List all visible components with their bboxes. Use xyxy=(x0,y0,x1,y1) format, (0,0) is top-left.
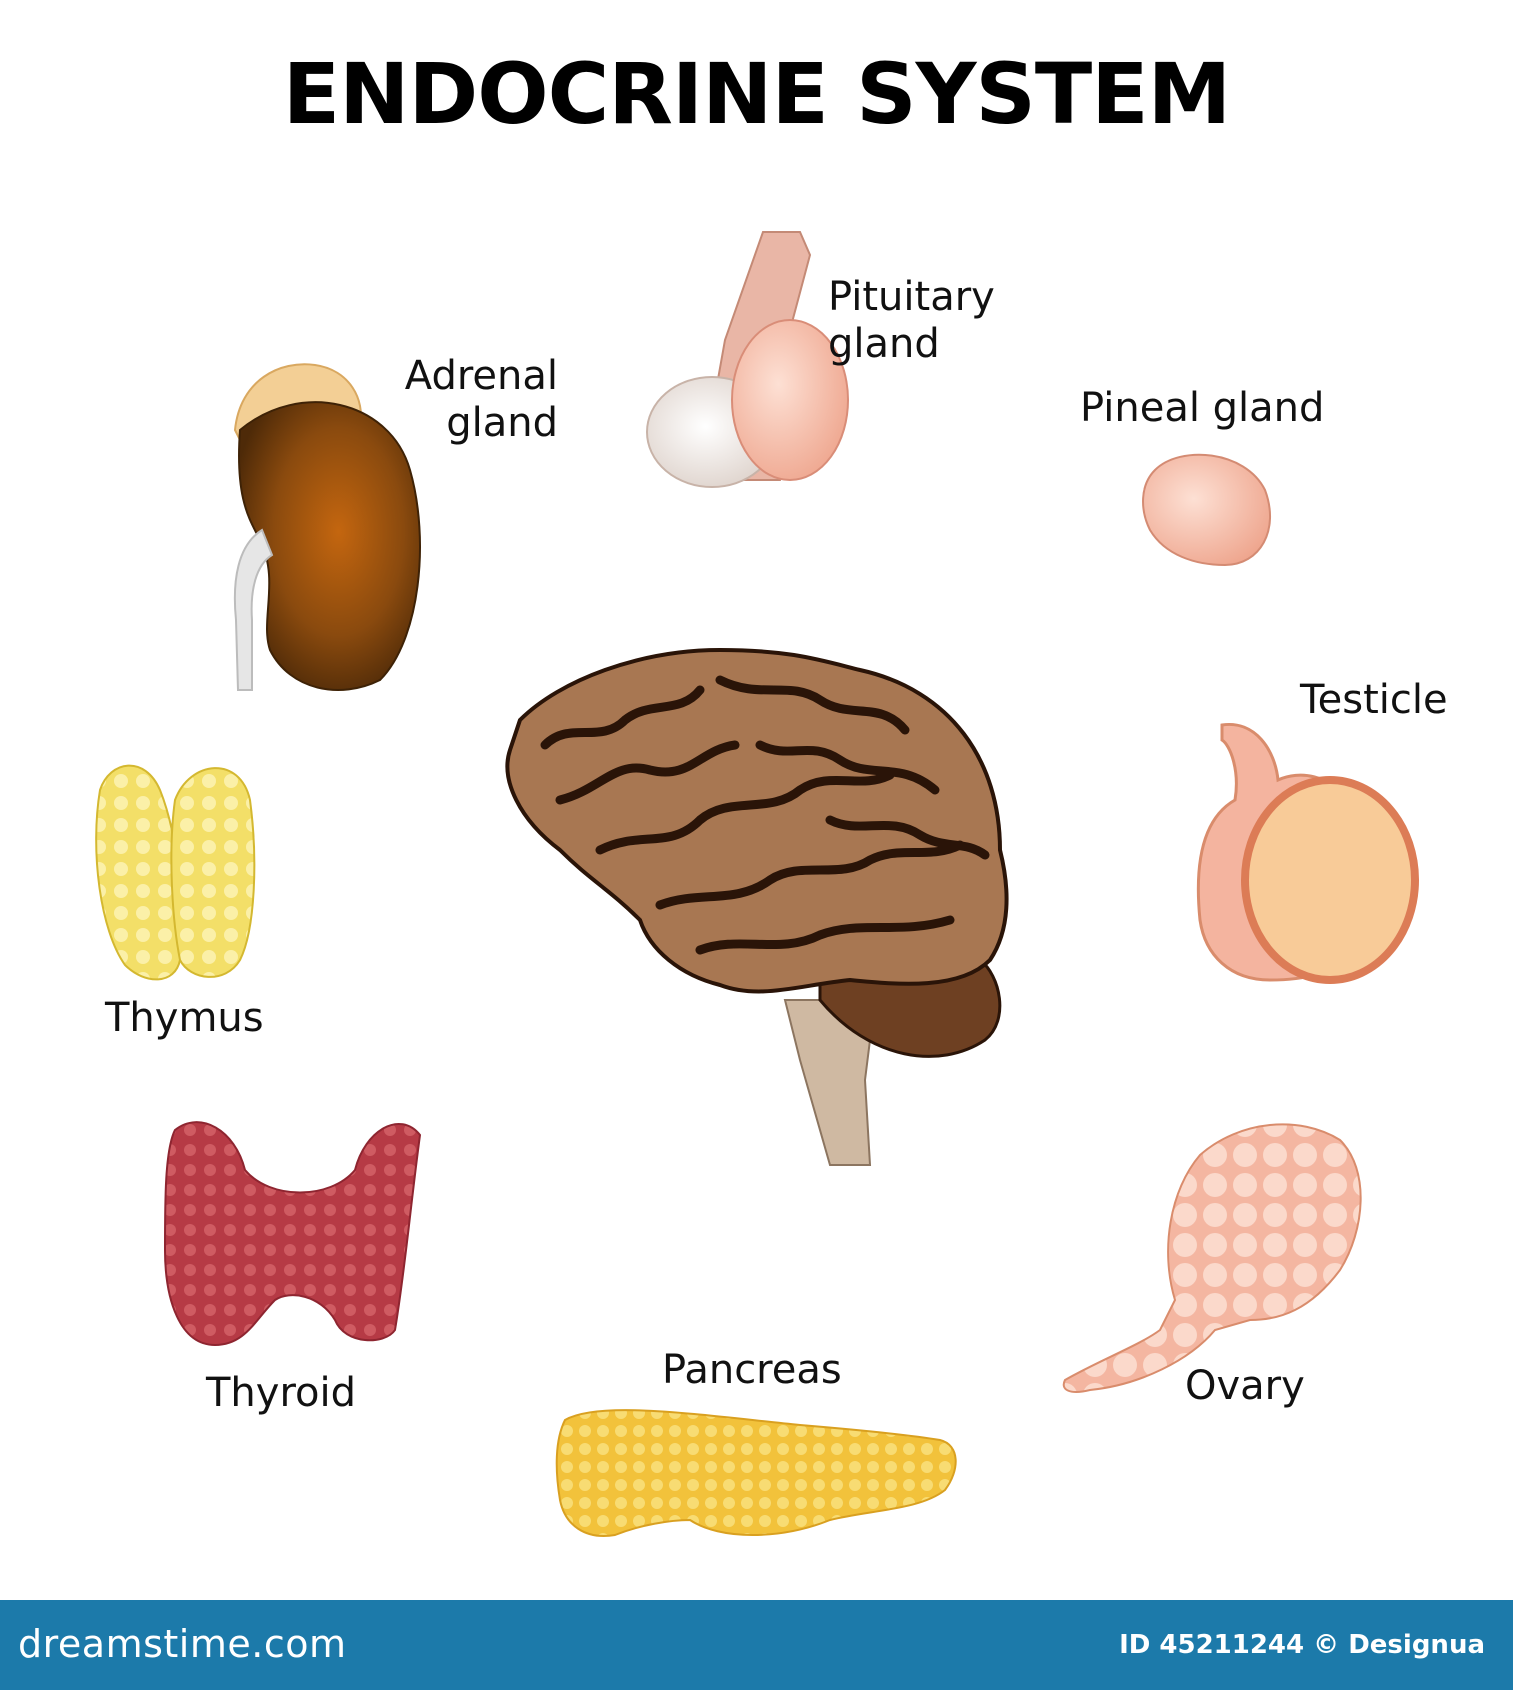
adrenal-gland-icon xyxy=(233,363,421,691)
thymus-icon xyxy=(95,764,256,981)
image-credit: ID 45211244 © Designua xyxy=(1119,1630,1485,1660)
brand-watermark: dreamstime.com xyxy=(18,1622,347,1666)
pituitary-gland-icon xyxy=(646,231,849,488)
pituitary-gland-label: Pituitary gland xyxy=(828,274,995,367)
brain-icon xyxy=(505,647,1009,1166)
thyroid-label: Thyroid xyxy=(206,1370,356,1416)
endocrine-illustration xyxy=(95,231,1419,1537)
ovary-icon xyxy=(1062,1123,1362,1393)
ovary-label: Ovary xyxy=(1185,1363,1305,1409)
testicle-label: Testicle xyxy=(1300,677,1448,723)
pineal-gland-label: Pineal gland xyxy=(1080,385,1325,431)
thyroid-icon xyxy=(163,1121,422,1347)
thymus-label: Thymus xyxy=(105,995,264,1041)
testicle-icon xyxy=(1196,723,1419,984)
pancreas-label: Pancreas xyxy=(662,1347,842,1393)
adrenal-gland-label: Adrenal gland xyxy=(404,353,558,446)
pancreas-icon xyxy=(555,1409,957,1537)
page-title: ENDOCRINE SYSTEM xyxy=(282,45,1231,143)
pineal-gland-icon xyxy=(1142,453,1271,567)
footer-bar: dreamstime.com ID 45211244 © Designua xyxy=(0,1600,1513,1690)
